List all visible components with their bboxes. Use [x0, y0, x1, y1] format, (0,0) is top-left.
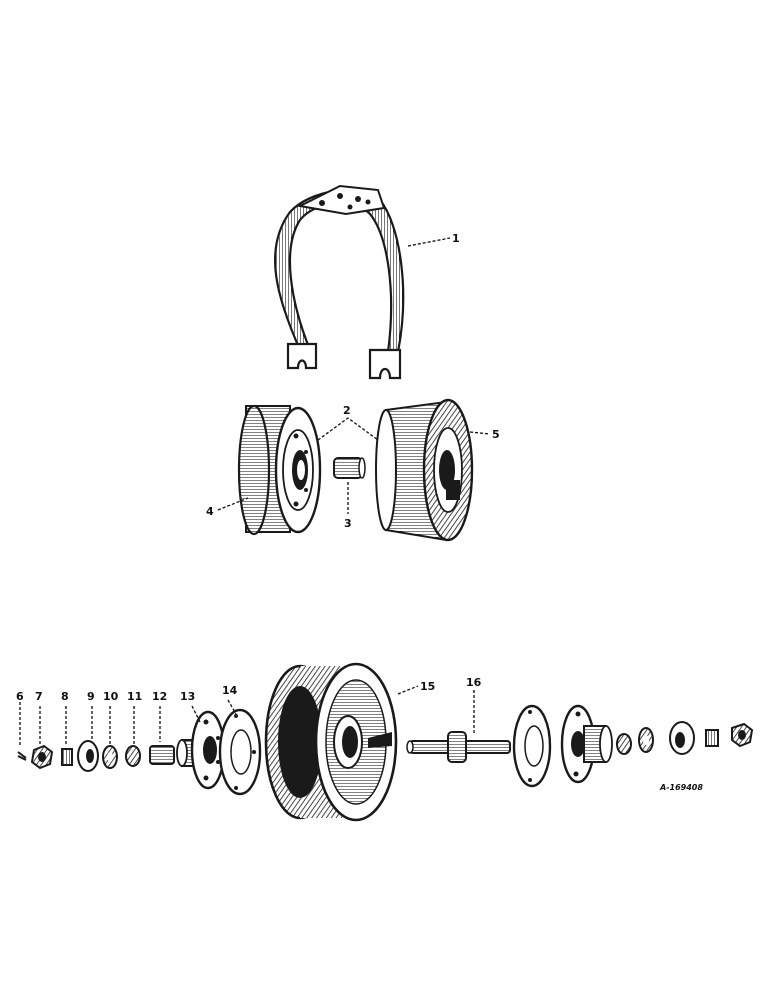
label-7: 7 — [35, 690, 43, 703]
small-washer-right — [705, 729, 719, 747]
label-8: 8 — [61, 690, 69, 703]
label-5: 5 — [492, 428, 500, 441]
bearing-cone-left — [102, 745, 118, 769]
bearing-cap-right — [669, 721, 695, 755]
label-15: 15 — [420, 680, 435, 693]
gasket-left — [218, 708, 262, 796]
track-wheel — [264, 662, 398, 822]
hex-nut-left — [30, 744, 54, 770]
roller-half-left — [237, 404, 322, 536]
label-13: 13 — [180, 690, 195, 703]
label-12: 12 — [152, 690, 167, 703]
hub-left — [176, 710, 226, 790]
label-9: 9 — [87, 690, 95, 703]
label-6: 6 — [16, 690, 24, 703]
label-16: 16 — [466, 676, 482, 689]
cotter-pin — [17, 751, 27, 761]
gasket-right — [512, 704, 552, 788]
roller-half-right — [375, 398, 474, 542]
label-11: 11 — [127, 690, 142, 703]
sleeve — [149, 745, 175, 765]
hex-nut-right — [731, 722, 754, 748]
figure-reference: A-169408 — [659, 783, 703, 792]
bearing-cone-right — [638, 727, 654, 753]
small-washer — [61, 748, 73, 766]
roller-spacer — [333, 457, 366, 479]
label-3: 3 — [344, 517, 352, 530]
label-1: 1 — [452, 232, 460, 245]
seal-right — [616, 733, 632, 755]
label-10: 10 — [103, 690, 119, 703]
bearing-cap-left — [77, 740, 99, 772]
fork-part — [273, 184, 405, 380]
seal-left — [125, 745, 141, 767]
label-4: 4 — [206, 505, 214, 518]
axle-shaft — [406, 731, 511, 763]
label-2: 2 — [343, 404, 351, 417]
label-14: 14 — [222, 684, 238, 697]
hub-right — [560, 704, 613, 784]
